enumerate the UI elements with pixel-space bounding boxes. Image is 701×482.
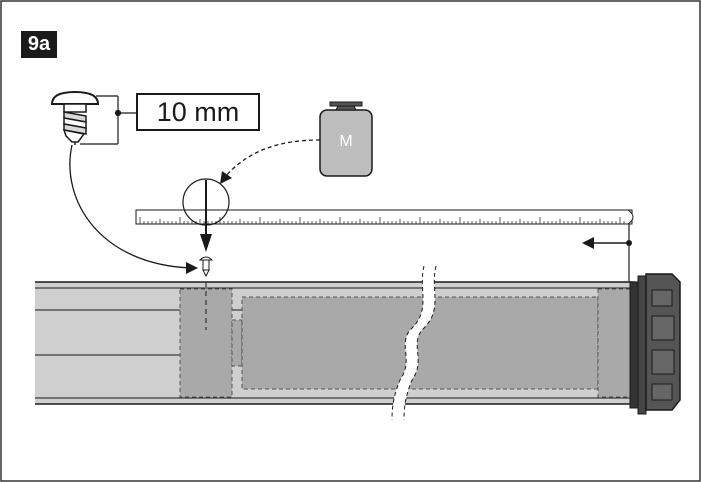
screw-length-label: 10 mm [136, 93, 260, 131]
marker-tag-icon [319, 101, 373, 177]
tape-end-arrow [582, 224, 632, 282]
dimension-bracket [80, 95, 136, 145]
marker-pointer-arrow [220, 139, 321, 184]
motor-end-cap [629, 273, 681, 415]
figure-label: 9a [21, 31, 57, 58]
tube-break [391, 265, 437, 421]
tape-ticks [139, 217, 625, 224]
screw-placement-arrow [69, 144, 198, 274]
measuring-tape [135, 209, 634, 225]
marker-tag-letter: M [339, 133, 353, 150]
screw-icon [50, 90, 100, 145]
motor-inner-parts [179, 288, 633, 398]
small-screw-icon [198, 256, 214, 330]
mark-indicator [182, 178, 230, 252]
